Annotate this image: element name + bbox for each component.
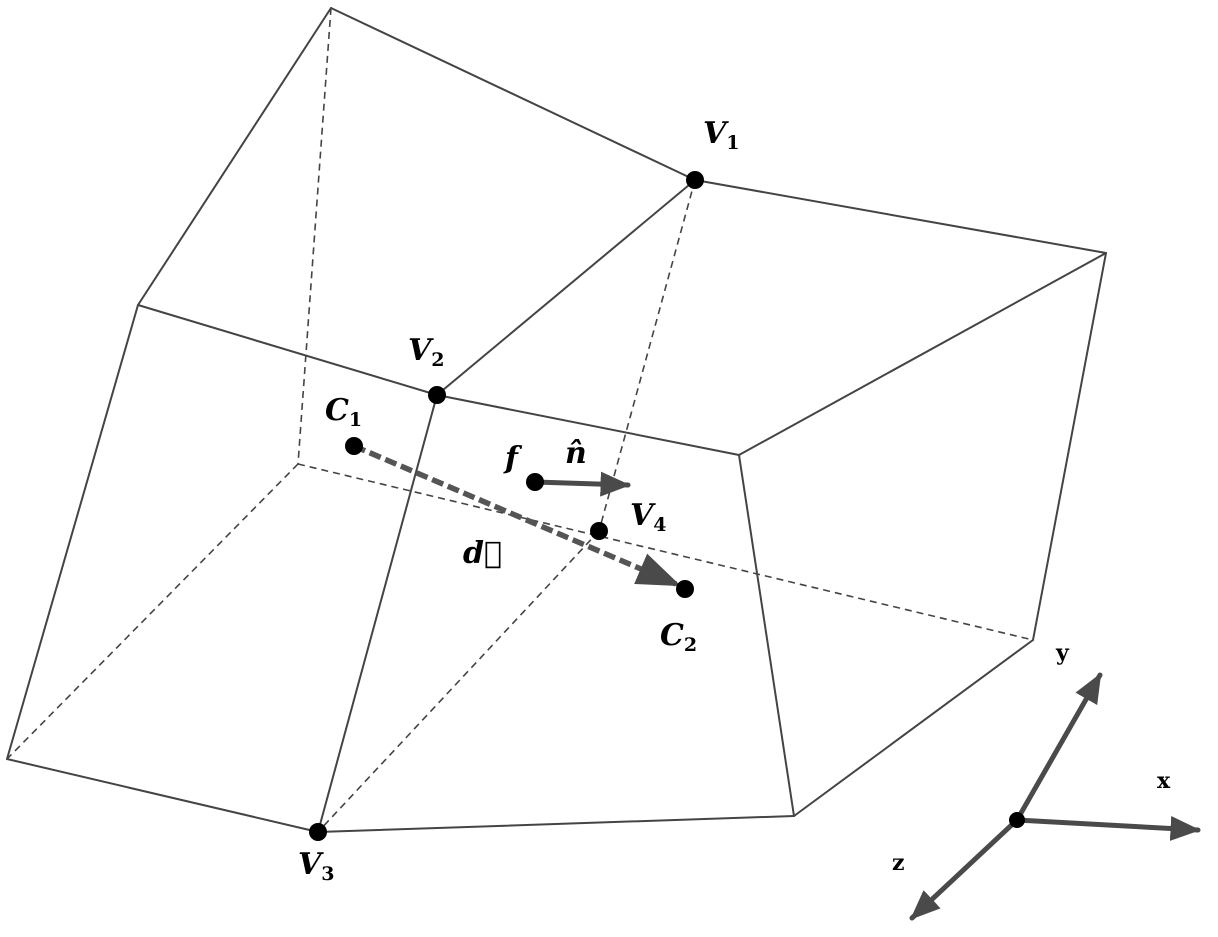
face-center-point [526, 473, 544, 491]
centroid-c1-label: C1 [325, 393, 362, 431]
edge [137, 304, 438, 396]
edge [694, 179, 1107, 254]
hidden-edge [6, 463, 299, 760]
centroid-c1-point [345, 437, 363, 455]
y-axis-label: y [1055, 640, 1070, 666]
hidden-edge [317, 530, 600, 833]
vertex-v3-label: V3 [298, 847, 335, 885]
points [309, 171, 704, 841]
edge [738, 454, 795, 817]
edge [436, 394, 740, 456]
distance-vector-arrow [352, 443, 682, 587]
z-axis-label: z [892, 850, 905, 876]
vertex-v1-label: V1 [703, 116, 740, 154]
z-axis-arrow [909, 817, 1020, 921]
hidden-edge [297, 463, 1034, 641]
face-normal-arrow [532, 471, 631, 497]
axes-origin-point [1009, 812, 1025, 828]
edge [317, 815, 795, 833]
labels: V1 V2 V3 V4 C1 C2 f n̂ d⃗ [298, 116, 740, 885]
edge [436, 179, 696, 396]
vertex-v4-point [590, 522, 608, 540]
face-label: f [503, 441, 523, 476]
edge [1032, 252, 1107, 641]
edge [330, 7, 696, 181]
visible-edges [6, 7, 1107, 833]
edge [6, 758, 319, 833]
hidden-edge [297, 7, 332, 465]
edge [317, 394, 438, 833]
x-axis-arrow [1014, 816, 1201, 841]
coordinate-axes: y x z [892, 640, 1201, 921]
centroid-c2-point [676, 580, 694, 598]
vertex-v2-label: V2 [408, 333, 445, 371]
hidden-edge [598, 179, 696, 532]
face-normal-label: n̂ [565, 436, 587, 471]
edge [6, 304, 139, 760]
x-axis-label: x [1157, 768, 1171, 794]
vertex-v4-label: V4 [630, 498, 667, 536]
vertex-v2-point [428, 386, 446, 404]
hidden-edges [6, 7, 1034, 833]
edge [137, 7, 332, 306]
y-axis-arrow [1014, 672, 1103, 823]
edge [738, 252, 1107, 456]
distance-vector-label: d⃗ [463, 536, 502, 571]
centroid-c2-label: C2 [660, 618, 697, 656]
vertex-v1-point [686, 171, 704, 189]
vertex-v3-point [309, 823, 327, 841]
edge [793, 639, 1034, 817]
